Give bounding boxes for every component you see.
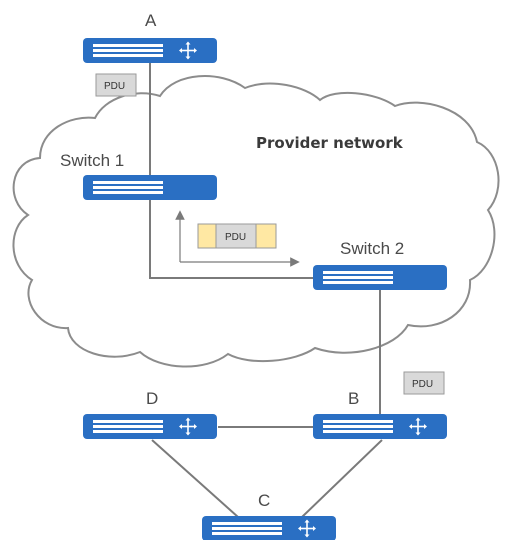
pdu-top-label: PDU xyxy=(104,81,125,92)
pdu-right: PDU xyxy=(403,371,445,395)
label-c: C xyxy=(258,491,270,510)
link-d-c xyxy=(151,439,239,518)
router-d[interactable] xyxy=(82,413,218,440)
label-a: A xyxy=(145,11,157,30)
pdu-right-label: PDU xyxy=(412,379,433,390)
switch-2[interactable] xyxy=(313,265,447,290)
router-a[interactable] xyxy=(82,37,218,64)
router-b[interactable] xyxy=(312,413,448,440)
label-switch1: Switch 1 xyxy=(60,151,124,170)
pdu-top: PDU xyxy=(95,73,137,97)
provider-network-cloud xyxy=(12,75,500,368)
pdu-tagged: PDU xyxy=(197,223,277,249)
router-c[interactable] xyxy=(201,515,337,540)
pdu-inner-label: PDU xyxy=(225,232,246,243)
link-b-c xyxy=(301,439,383,518)
label-switch2: Switch 2 xyxy=(340,239,404,258)
label-b: B xyxy=(348,389,359,408)
switch-1[interactable] xyxy=(83,175,217,200)
cloud-title: Provider network xyxy=(256,134,404,152)
label-d: D xyxy=(146,389,158,408)
link-switch1-switch2 xyxy=(149,200,318,279)
